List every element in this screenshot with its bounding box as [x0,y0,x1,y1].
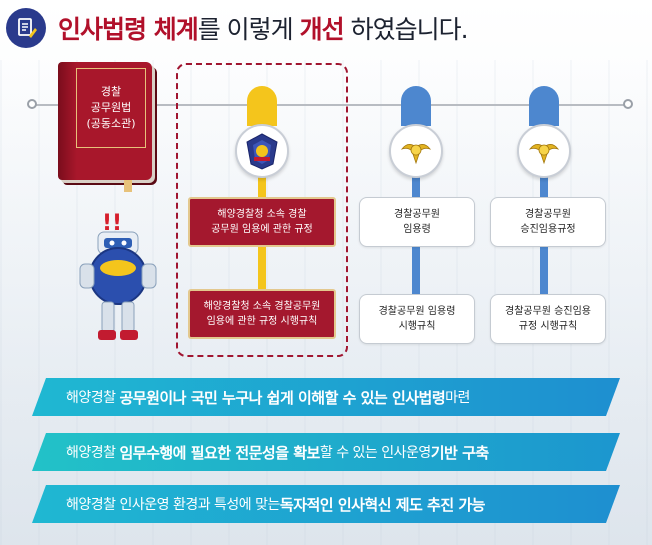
police-appointment-decree: 경찰공무원 임용령 [359,197,475,247]
svg-text:!!: !! [102,211,122,236]
banner-3-pre: 해양경찰 인사운영 환경과 특성에 맞는 [66,497,280,513]
police-promotion-rule: 경찰공무원 승진임용규정 [490,197,606,247]
banner-3-bold: 독자적인 인사혁신 제도 추진 가능 [279,495,485,514]
banner-1: 해양경찰 공무원이나 국민 누구나 쉽게 이해할 수 있는 인사법령 마련 [32,378,620,416]
banner-1-post: 마련 [445,390,470,406]
yellow-connector-top [247,86,277,126]
col2-top-label: 경찰공무원 임용령 [394,209,440,235]
banner-3: 해양경찰 인사운영 환경과 특성에 맞는 독자적인 인사혁신 제도 추진 가능 [32,485,620,523]
blue-connector-top-2 [401,86,431,126]
banner-2-pre: 해양경찰 [66,445,116,461]
title-text-2: 를 이렇게 [197,15,300,44]
red-bottom-label: 해양경찰청 소속 경찰공무원 임용에 관한 규정 시행규칙 [203,301,321,327]
col3-top-label: 경찰공무원 승진임용규정 [520,209,576,235]
police-promotion-enforcement-rule: 경찰공무원 승진임용 규정 시행규칙 [490,294,606,344]
page-title: 인사법령 체계를 이렇게 개선 하였습니다. [6,8,646,48]
title-highlight-2: 개선 [299,15,345,44]
banner-2-post: 할 수 있는 인사운영 [319,445,431,461]
timeline-line [32,104,628,106]
document-edit-icon [6,8,46,48]
yellow-connector-2 [258,240,266,290]
coast-guard-rules-group [176,63,348,357]
coast-guard-appointment-enforcement-rule: 해양경찰청 소속 경찰공무원 임용에 관한 규정 시행규칙 [188,289,336,339]
book-bookmark [124,180,132,192]
timeline-dot-end [623,99,633,109]
police-emblem-icon [389,124,443,178]
title-highlight-1: 인사법령 체계 [58,15,199,44]
police-emblem-icon [517,124,571,178]
banner-1-bold: 공무원이나 국민 누구나 쉽게 이해할 수 있는 인사법령 [119,388,446,407]
blue-connector-top-3 [529,86,559,126]
robot-mascot: !! [68,208,168,348]
police-appointment-decree-rule: 경찰공무원 임용령 시행규칙 [359,294,475,344]
title-text-4: 하였습니다. [343,15,469,44]
col3-bottom-label: 경찰공무원 승진임용 규정 시행규칙 [505,306,591,332]
coast-guard-emblem-icon [235,124,289,178]
timeline-dot-start [27,99,37,109]
banner-2-bold2: 기반 구축 [430,443,489,462]
col2-bottom-label: 경찰공무원 임용령 시행규칙 [378,306,456,332]
red-top-label: 해양경찰청 소속 경찰 공무원 임용에 관한 규정 [211,209,313,235]
banner-1-pre: 해양경찰 [66,390,116,406]
coast-guard-appointment-rule: 해양경찰청 소속 경찰 공무원 임용에 관한 규정 [188,197,336,247]
book-label: 경찰 공무원법 (공동소관) [86,85,136,130]
banner-2-bold: 임무수행에 필요한 전문성을 확보 [119,443,320,462]
law-book: 경찰 공무원법 (공동소관) [58,62,152,192]
